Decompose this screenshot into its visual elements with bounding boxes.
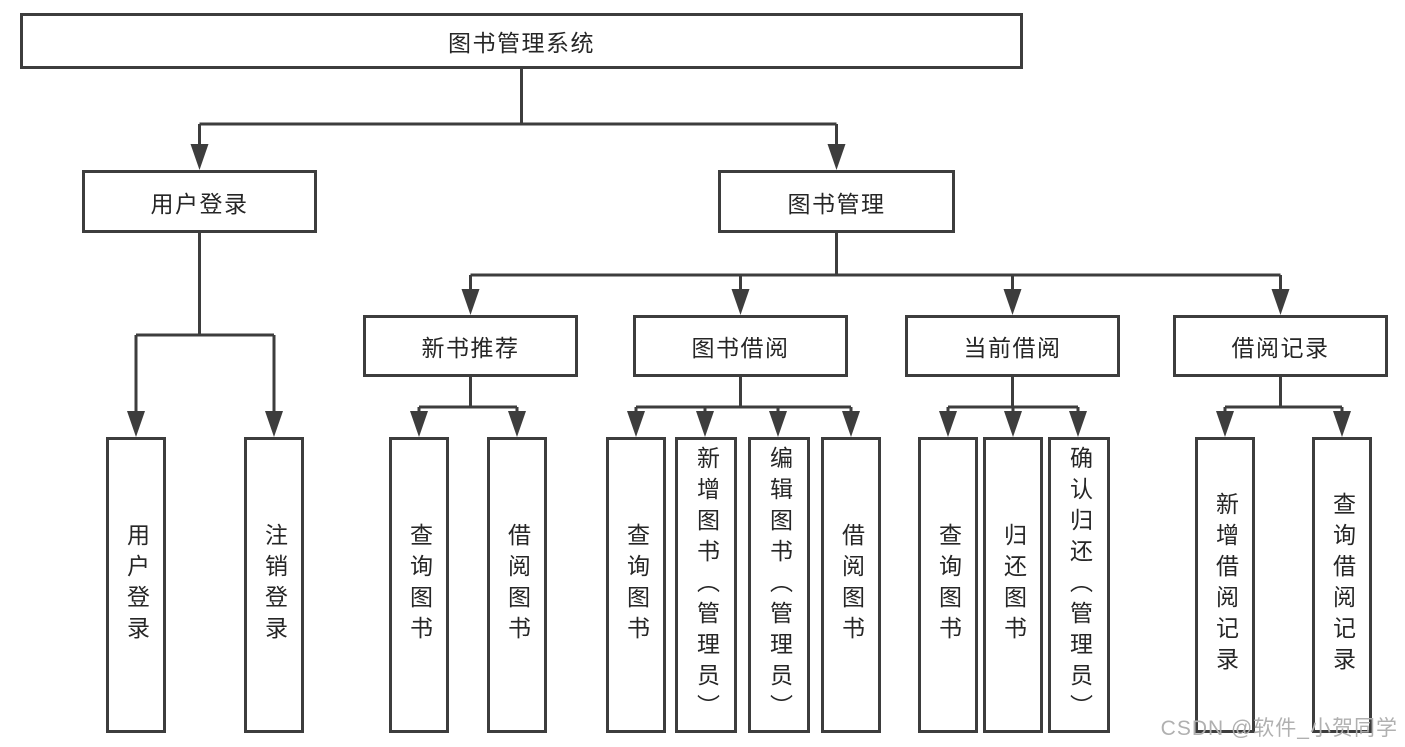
node-label: 新书推荐 bbox=[421, 335, 520, 361]
node-leaf-return-books: 归还图书 bbox=[983, 437, 1043, 733]
node-leaf-add-books-admin: 新增图书（管理员） bbox=[675, 437, 737, 733]
arrowhead-icon bbox=[1333, 411, 1351, 437]
arrowhead-icon bbox=[696, 411, 714, 437]
node-label: 借阅图书 bbox=[504, 523, 531, 647]
node-label: 图书管理 bbox=[787, 190, 886, 217]
arrowhead-icon bbox=[1004, 411, 1022, 437]
arrowhead-icon bbox=[1271, 289, 1290, 315]
csdn-watermark: CSDN @软件_小贺同学 bbox=[1160, 717, 1398, 740]
arrowhead-icon bbox=[627, 411, 645, 437]
node-label: 归还图书 bbox=[1000, 523, 1027, 647]
node-leaf-logout: 注销登录 bbox=[244, 437, 304, 733]
arrowhead-icon bbox=[265, 411, 283, 437]
node-label: 查询图书 bbox=[935, 523, 962, 647]
node-current-borrowing: 当前借阅 bbox=[905, 315, 1120, 377]
arrowhead-icon bbox=[842, 411, 860, 437]
node-label: 注销登录 bbox=[261, 523, 288, 647]
node-leaf-query-borrow-record: 查询借阅记录 bbox=[1312, 437, 1372, 733]
node-label: 图书管理系统 bbox=[448, 30, 595, 56]
node-label: 新增借阅记录 bbox=[1212, 492, 1239, 678]
node-leaf-confirm-return-admin: 确认归还（管理员） bbox=[1048, 437, 1110, 733]
node-label: 图书借阅 bbox=[691, 335, 790, 361]
node-label: 用户登录 bbox=[150, 190, 249, 217]
arrowhead-icon bbox=[508, 411, 526, 437]
arrowhead-icon bbox=[769, 411, 787, 437]
node-book-management-branch: 图书管理 bbox=[718, 170, 955, 233]
arrowhead-icon bbox=[939, 411, 957, 437]
arrowhead-icon bbox=[461, 289, 480, 315]
arrowhead-icon bbox=[190, 144, 209, 170]
arrowhead-icon bbox=[1216, 411, 1234, 437]
node-label: 查询借阅记录 bbox=[1329, 492, 1356, 678]
node-label: 编辑图书（管理员） bbox=[766, 445, 793, 725]
node-user-login-branch: 用户登录 bbox=[82, 170, 317, 233]
node-leaf-borrow-books-recommend: 借阅图书 bbox=[487, 437, 547, 733]
node-label: 用户登录 bbox=[123, 523, 150, 647]
node-leaf-borrow-books: 借阅图书 bbox=[821, 437, 881, 733]
node-label: 查询图书 bbox=[623, 523, 650, 647]
node-leaf-query-books-current: 查询图书 bbox=[918, 437, 978, 733]
node-label: 借阅记录 bbox=[1231, 335, 1330, 361]
node-new-book-recommendation: 新书推荐 bbox=[363, 315, 578, 377]
arrowhead-icon bbox=[827, 144, 846, 170]
node-book-borrowing: 图书借阅 bbox=[633, 315, 848, 377]
node-library-management-system: 图书管理系统 bbox=[20, 13, 1023, 69]
node-leaf-user-login: 用户登录 bbox=[106, 437, 166, 733]
node-leaf-edit-books-admin: 编辑图书（管理员） bbox=[748, 437, 810, 733]
node-label: 新增图书（管理员） bbox=[693, 445, 720, 725]
node-leaf-query-books-borrowing: 查询图书 bbox=[606, 437, 666, 733]
node-label: 确认归还（管理员） bbox=[1066, 445, 1093, 725]
node-label: 当前借阅 bbox=[963, 335, 1062, 361]
node-label: 借阅图书 bbox=[838, 523, 865, 647]
node-leaf-add-borrow-record: 新增借阅记录 bbox=[1195, 437, 1255, 733]
node-label: 查询图书 bbox=[406, 523, 433, 647]
arrowhead-icon bbox=[731, 289, 750, 315]
arrowhead-icon bbox=[410, 411, 428, 437]
node-borrowing-records: 借阅记录 bbox=[1173, 315, 1388, 377]
arrowhead-icon bbox=[1003, 289, 1022, 315]
arrowhead-icon bbox=[127, 411, 145, 437]
node-leaf-query-books-recommend: 查询图书 bbox=[389, 437, 449, 733]
arrowhead-icon bbox=[1069, 411, 1087, 437]
